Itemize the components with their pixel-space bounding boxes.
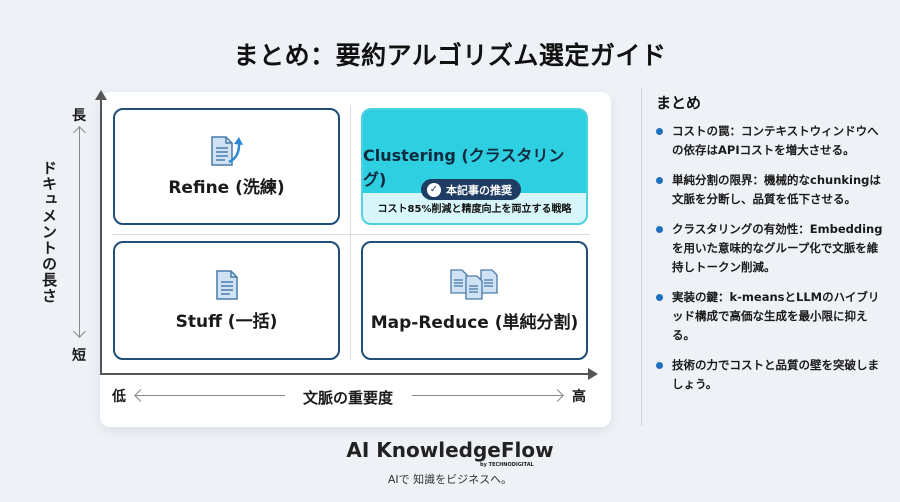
recommended-badge: ✓ 本記事の推奨: [421, 179, 521, 200]
page-title: まとめ：要約アルゴリズム選定ガイド: [233, 41, 667, 70]
bullet-icon: [656, 226, 663, 233]
brand-logo: AI KnowledgeFlow: [346, 438, 554, 462]
quadrant-label: Stuff (一括): [175, 312, 278, 332]
y-axis-arrow-icon: [95, 90, 107, 100]
x-axis-low-label: 低: [112, 389, 126, 405]
summary-item-text: 技術の力でコストと品質の壁を突破しましょう。: [672, 358, 879, 391]
quadrant-clustering: Clustering (クラスタリング) ✓ 本記事の推奨 コスト85%削減と精…: [361, 108, 588, 225]
document-icon: [214, 269, 240, 301]
bullet-icon: [656, 294, 663, 301]
multiple-documents-icon: [449, 268, 501, 302]
summary-list: コストの罠：コンテキストウィンドウへの依存はAPIコストを増大させる。 単純分割…: [656, 122, 886, 405]
y-axis-title: ドキュメントの長さ: [40, 160, 58, 304]
x-axis-high-label: 高: [572, 389, 586, 405]
quadrant-label: Map-Reduce (単純分割): [370, 313, 579, 333]
arrow-down-icon: [73, 325, 86, 338]
x-scale-line-right: [412, 395, 562, 396]
quadrant-refine: Refine (洗練): [113, 108, 340, 225]
quadrant-stuff: Stuff (一括): [113, 241, 340, 360]
summary-item-text: 単純分割の限界：機械的なchunkingは文脈を分断し、品質を低下させる。: [672, 173, 881, 206]
quadrant-label: Refine (洗練): [168, 178, 285, 198]
document-refine-icon: [209, 135, 245, 167]
y-axis-high-label: 長: [72, 108, 86, 124]
bullet-icon: [656, 177, 663, 184]
recommendation-subtext: コスト85%削減と精度向上を両立する戦略: [377, 204, 572, 215]
summary-title: まとめ: [656, 94, 702, 112]
brand-byline: by TECHNODIGITAL: [480, 462, 534, 468]
y-axis-low-label: 短: [72, 348, 86, 364]
y-scale-arrow-line: [79, 127, 80, 337]
quadrant-label: Clustering (クラスタリング): [363, 146, 565, 189]
summary-item: 技術の力でコストと品質の壁を突破しましょう。: [656, 356, 886, 394]
x-axis-line: [100, 373, 590, 375]
x-axis-arrow-icon: [588, 368, 598, 380]
summary-item-text: クラスタリングの有効性：Embeddingを用いた意味的なグループ化で文脈を維持…: [672, 222, 883, 274]
x-axis-title: 文脈の重要度: [303, 389, 394, 407]
check-circle-icon: ✓: [427, 182, 441, 197]
bullet-icon: [656, 362, 663, 369]
summary-item: 実装の鍵：k-meansとLLMのハイブリッド構成で高価な生成を最小限に抑える。: [656, 288, 886, 345]
badge-label: 本記事の推奨: [446, 183, 512, 197]
x-scale-line-left: [135, 395, 285, 396]
y-axis-line: [100, 97, 102, 375]
summary-divider: [641, 88, 642, 426]
brand-tagline: AIで 知識をビジネスへ。: [387, 473, 513, 486]
quadrant-divider-vertical: [350, 105, 351, 360]
summary-item-text: コストの罠：コンテキストウィンドウへの依存はAPIコストを増大させる。: [672, 124, 879, 157]
summary-item: 単純分割の限界：機械的なchunkingは文脈を分断し、品質を低下させる。: [656, 171, 886, 209]
quadrant-divider-horizontal: [112, 234, 590, 235]
summary-item-text: 実装の鍵：k-meansとLLMのハイブリッド構成で高価な生成を最小限に抑える。: [672, 290, 880, 342]
summary-item: コストの罠：コンテキストウィンドウへの依存はAPIコストを増大させる。: [656, 122, 886, 160]
quadrant-map-reduce: Map-Reduce (単純分割): [361, 241, 588, 360]
arrow-up-icon: [73, 126, 86, 139]
bullet-icon: [656, 128, 663, 135]
summary-item: クラスタリングの有効性：Embeddingを用いた意味的なグループ化で文脈を維持…: [656, 220, 886, 277]
